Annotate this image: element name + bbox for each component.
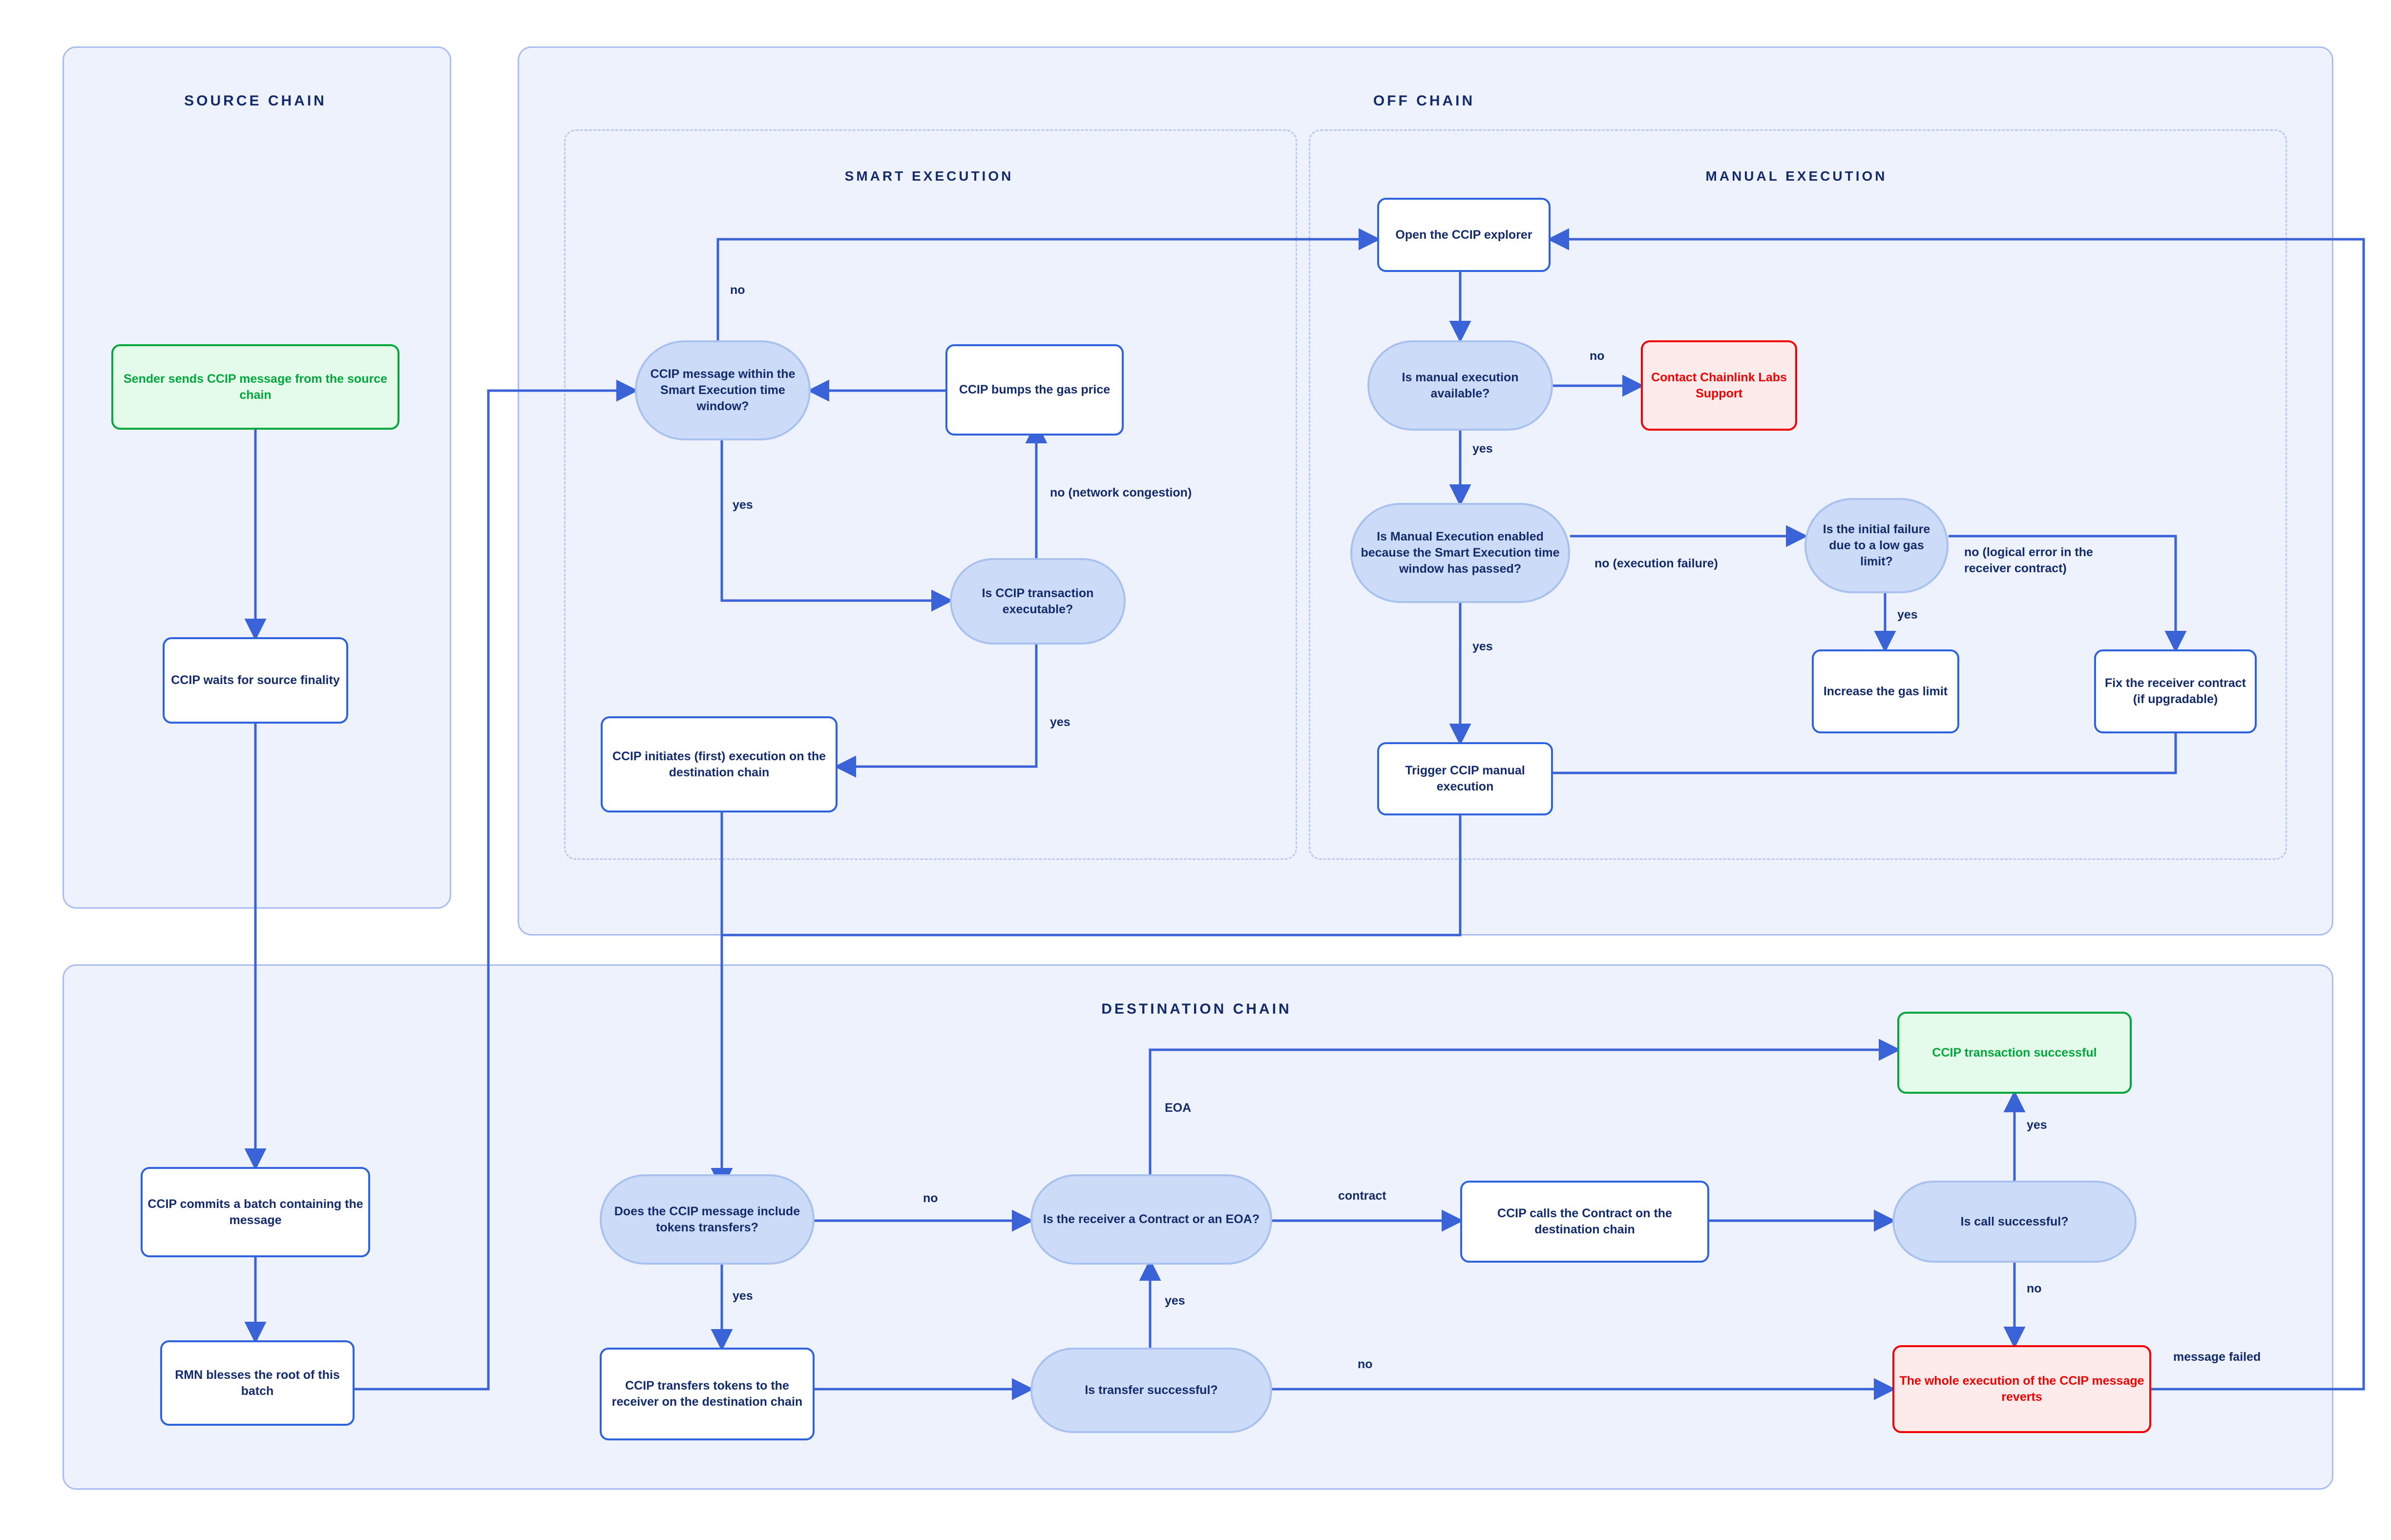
- edge-label-message-failed: message failed: [2173, 1350, 2261, 1364]
- lane-source-chain: [63, 46, 451, 909]
- node-bumps-gas[interactable]: CCIP bumps the gas price: [945, 344, 1124, 436]
- edge-label-contract: contract: [1338, 1189, 1386, 1203]
- edge-label-no-call: no: [2027, 1282, 2042, 1295]
- lane-smart-execution: [564, 129, 1297, 860]
- node-reverts[interactable]: The whole execution of the CCIP message …: [1892, 1345, 2151, 1433]
- node-includes-tokens[interactable]: Does the CCIP message include tokens tra…: [600, 1174, 815, 1265]
- edge-label-no-exec-failure: no (execution failure): [1594, 557, 1718, 570]
- lane-smart-execution-title: SMART EXECUTION: [844, 168, 1014, 184]
- node-waits-finality[interactable]: CCIP waits for source finality: [163, 637, 348, 724]
- node-increase-gas[interactable]: Increase the gas limit: [1812, 649, 1959, 733]
- edge-label-no-logical: no (logical error in the receiver contra…: [1964, 545, 2093, 575]
- lane-destination-chain-title: DESTINATION CHAIN: [1101, 1001, 1292, 1017]
- node-manual-available[interactable]: Is manual execution available?: [1367, 340, 1553, 431]
- node-contact-support[interactable]: Contact Chainlink Labs Support: [1641, 340, 1797, 431]
- node-rmn-blesses[interactable]: RMN blesses the root of this batch: [160, 1340, 355, 1426]
- edge-label-eoa: EOA: [1165, 1101, 1192, 1115]
- edge-label-yes-call: yes: [2027, 1118, 2047, 1132]
- node-manual-enabled[interactable]: Is Manual Execution enabled because the …: [1350, 503, 1570, 603]
- node-low-gas-limit[interactable]: Is the initial failure due to a low gas …: [1804, 498, 1949, 593]
- edge-label-yes-enabled: yes: [1472, 640, 1493, 653]
- node-call-success[interactable]: Is call successful?: [1892, 1181, 2137, 1263]
- node-tx-successful[interactable]: CCIP transaction successful: [1897, 1012, 2132, 1094]
- lane-manual-execution-title: MANUAL EXECUTION: [1705, 168, 1888, 184]
- node-calls-contract[interactable]: CCIP calls the Contract on the destinati…: [1460, 1181, 1709, 1263]
- node-transfers-tokens[interactable]: CCIP transfers tokens to the receiver on…: [600, 1348, 815, 1440]
- node-initiates-execution[interactable]: CCIP initiates (first) execution on the …: [601, 716, 838, 812]
- node-receiver-type[interactable]: Is the receiver a Contract or an EOA?: [1030, 1174, 1272, 1265]
- edge-label-no-window: no: [730, 283, 745, 297]
- edge-label-yes-executable: yes: [1050, 715, 1070, 729]
- edge-label-no-tokens: no: [923, 1191, 938, 1205]
- edge-label-yes-window: yes: [733, 498, 753, 512]
- lane-manual-execution: [1309, 129, 2287, 860]
- node-sender-sends[interactable]: Sender sends CCIP message from the sourc…: [111, 344, 399, 430]
- node-open-explorer[interactable]: Open the CCIP explorer: [1377, 198, 1551, 272]
- edge-label-yes-manual: yes: [1472, 442, 1493, 456]
- node-trigger-manual[interactable]: Trigger CCIP manual execution: [1377, 742, 1553, 815]
- edge-label-yes-tokens: yes: [733, 1289, 753, 1303]
- node-transfer-success[interactable]: Is transfer successful?: [1030, 1348, 1272, 1433]
- node-fix-receiver[interactable]: Fix the receiver contract (if upgradable…: [2094, 649, 2257, 733]
- node-commits-batch[interactable]: CCIP commits a batch containing the mess…: [141, 1167, 370, 1257]
- lane-source-chain-title: SOURCE CHAIN: [184, 93, 327, 109]
- edge-label-no-manual: no: [1590, 349, 1605, 363]
- edge-label-yes-gas: yes: [1897, 608, 1918, 622]
- node-is-executable[interactable]: Is CCIP transaction executable?: [950, 558, 1126, 645]
- edge-label-yes-transfer: yes: [1165, 1294, 1185, 1308]
- edge-label-no-congestion: no (network congestion): [1050, 486, 1192, 499]
- node-within-window[interactable]: CCIP message within the Smart Execution …: [635, 340, 811, 440]
- lane-off-chain-title: OFF CHAIN: [1373, 93, 1475, 109]
- edge-label-no-transfer: no: [1358, 1357, 1373, 1371]
